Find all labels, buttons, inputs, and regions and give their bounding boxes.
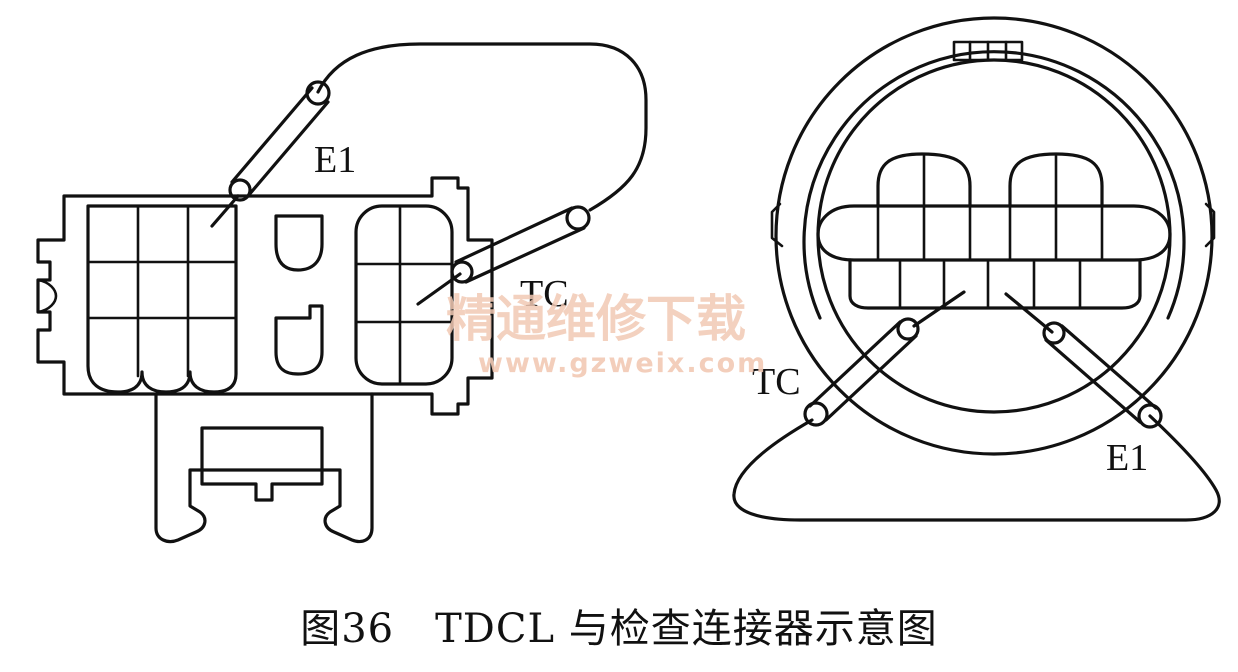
left-middle-cavity-bottom <box>274 304 324 376</box>
right-top-latch <box>952 40 1024 62</box>
right-probe-e1-label: E1 <box>1106 437 1148 479</box>
watermark-url: www.gzweix.com <box>478 348 767 379</box>
left-side-notch <box>36 278 58 314</box>
right-outer-ring <box>774 16 1214 456</box>
right-terminal-cluster <box>816 152 1172 310</box>
right-terminal-block <box>354 204 454 386</box>
left-jumper-wire <box>316 42 648 212</box>
left-probe-tc-label: TC <box>520 273 569 315</box>
left-connector-body <box>36 176 494 416</box>
right-probe-tc-label: TC <box>752 361 801 403</box>
watermark-title: 精通维修下载 <box>446 290 746 348</box>
left-connector: E1 TC <box>36 42 648 544</box>
left-middle-cavity-top <box>274 214 324 272</box>
left-bracket-slot <box>200 426 324 502</box>
right-jumper-wire <box>732 414 1221 522</box>
right-probe-tc <box>803 290 966 427</box>
figure-caption: 图36 TDCL 与检查连接器示意图 <box>300 606 938 652</box>
right-face-circle <box>816 58 1172 414</box>
left-probe-e1-label: E1 <box>314 139 356 181</box>
left-probe-e1 <box>210 80 331 228</box>
right-connector: TC E1 <box>732 16 1221 522</box>
left-probe-tc <box>416 205 591 306</box>
right-inner-ring <box>802 50 1186 320</box>
right-side-tab-left <box>770 202 784 248</box>
right-side-tab-right <box>1204 202 1216 248</box>
right-probe-e1 <box>1004 292 1163 429</box>
left-terminal-block <box>86 204 238 394</box>
left-mounting-bracket <box>154 392 374 544</box>
